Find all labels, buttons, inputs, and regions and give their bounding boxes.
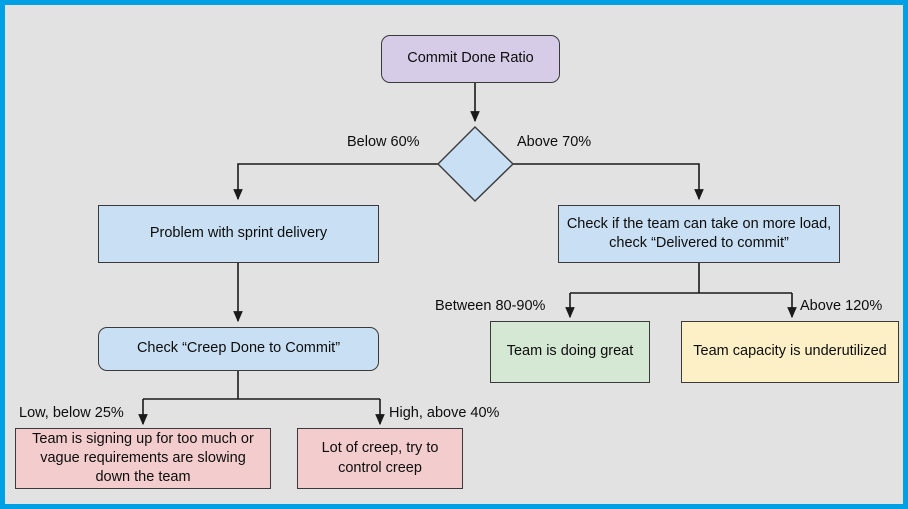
- edge-label-above-120: Above 120%: [800, 298, 883, 314]
- connector-layer: [138, 83, 797, 426]
- edge-label-between-80-90: Between 80-90%: [435, 298, 546, 314]
- node-lot-of-creep[interactable]: Lot of creep, try to control creep: [297, 428, 463, 489]
- edge-decision-to-problem: [233, 163, 438, 201]
- node-team-signing-up-too-much[interactable]: Team is signing up for too much or vague…: [15, 428, 271, 489]
- edge-label-high-above-40: High, above 40%: [389, 405, 500, 421]
- edge-label-above-70: Above 70%: [517, 134, 592, 150]
- node-problem-with-sprint-delivery[interactable]: Problem with sprint delivery: [98, 205, 379, 263]
- node-label: Lot of creep, try to control creep: [321, 440, 439, 476]
- node-label: Commit Done Ratio: [407, 50, 534, 67]
- node-commit-done-ratio[interactable]: Commit Done Ratio: [381, 35, 560, 83]
- decision-diamond: [437, 126, 515, 202]
- edge-decision-to-capacity: [513, 163, 704, 201]
- node-label: Team capacity is underutilized: [693, 343, 887, 360]
- node-team-capacity-underutilized[interactable]: Team capacity is underutilized: [681, 321, 899, 383]
- node-label: Team is signing up for too much or vague…: [32, 430, 254, 486]
- node-label: Problem with sprint delivery: [149, 225, 328, 242]
- node-label: Check if the team can take on more load,…: [566, 215, 832, 251]
- edge-label-low-below-25: Low, below 25%: [19, 405, 124, 421]
- node-label: Check “Creep Done to Commit”: [136, 340, 341, 357]
- node-label: Team is doing great: [506, 343, 634, 360]
- node-check-creep-done-to-commit[interactable]: Check “Creep Done to Commit”: [98, 327, 379, 371]
- edge-label-below-60: Below 60%: [347, 134, 420, 150]
- node-team-is-doing-great[interactable]: Team is doing great: [490, 321, 650, 383]
- node-check-team-capacity[interactable]: Check if the team can take on more load,…: [558, 205, 840, 263]
